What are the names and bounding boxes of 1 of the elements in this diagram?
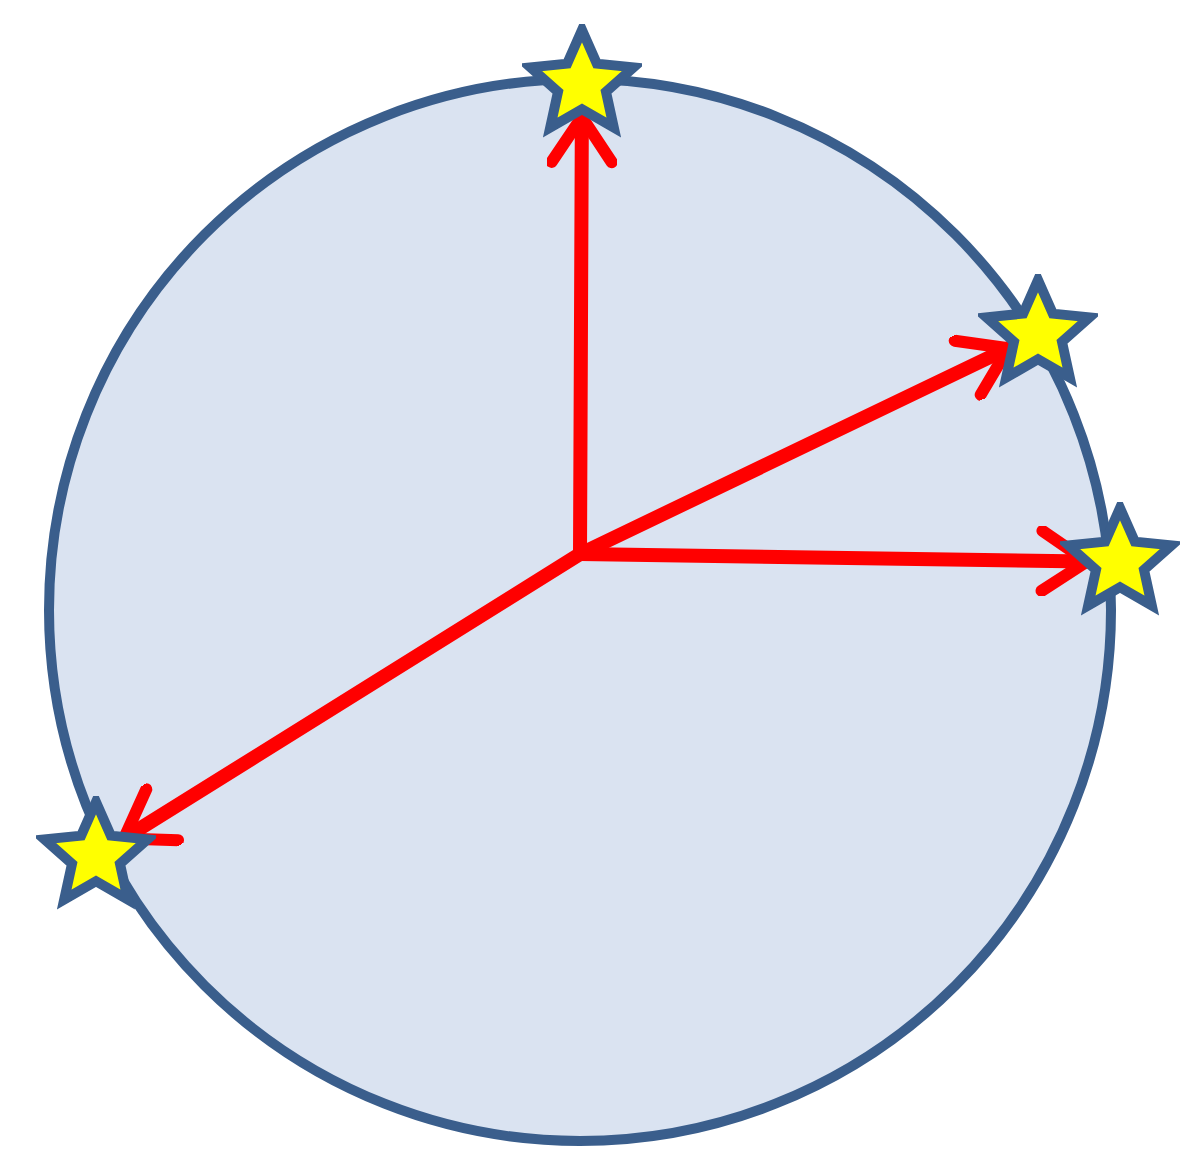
arrow [117, 547, 587, 847]
